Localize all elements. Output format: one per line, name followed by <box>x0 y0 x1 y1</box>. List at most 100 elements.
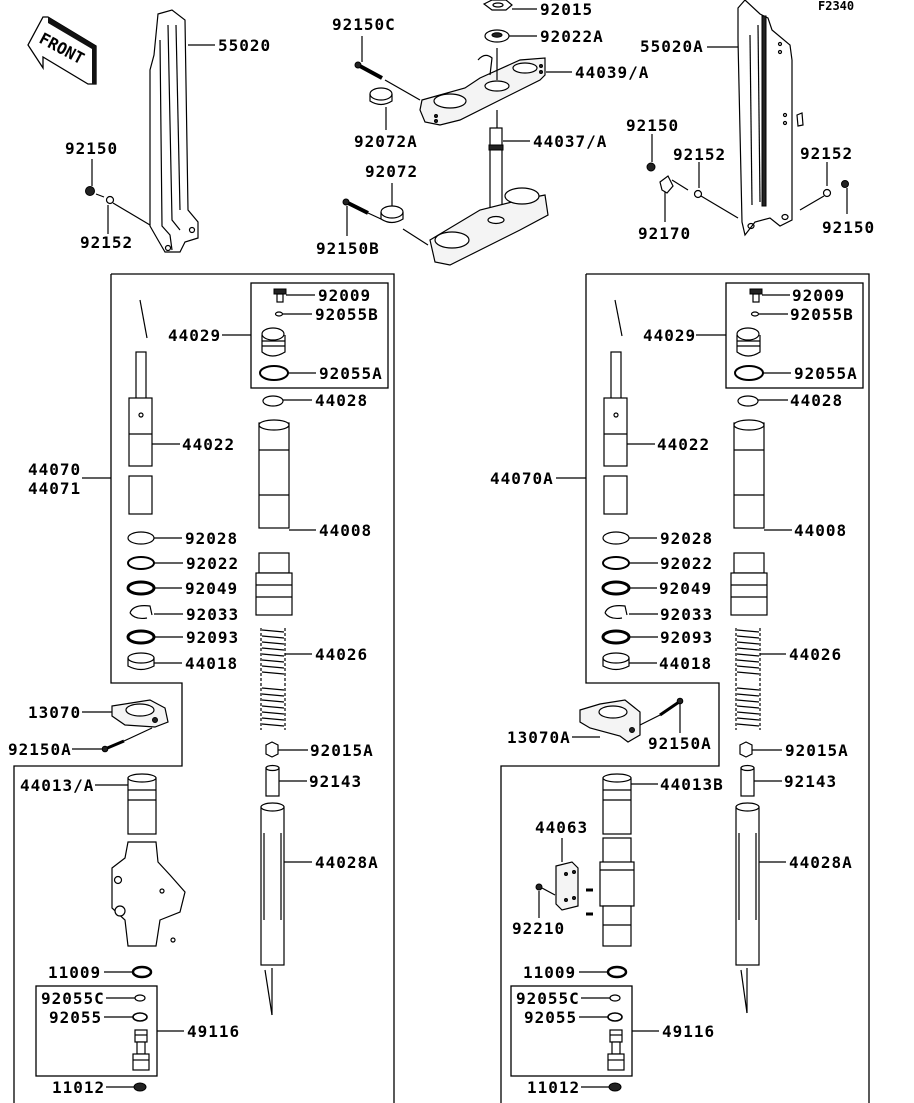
label-92170: 92170 <box>638 224 691 243</box>
pipe-44028a-right-part[interactable] <box>735 802 760 1014</box>
collar-92152-right-a-icon[interactable] <box>693 189 703 199</box>
washer-92022a-icon[interactable] <box>484 29 510 43</box>
cap-bolt-92009-right-icon[interactable] <box>749 288 763 303</box>
oring-92055c-icon[interactable] <box>134 994 146 1002</box>
oring-92055b-right-icon[interactable] <box>750 311 760 317</box>
cylinder-44022-right-part[interactable] <box>603 299 628 515</box>
bolt-92150c-icon[interactable] <box>354 61 383 80</box>
label-92072a: 92072A <box>354 132 418 151</box>
pipe-44028a-part[interactable] <box>260 802 285 1016</box>
dust-seal-92093-right-icon[interactable] <box>601 629 631 645</box>
inner-tube-44013-part[interactable] <box>111 773 186 947</box>
outer-tube-44008-part[interactable] <box>255 419 293 616</box>
label-92049-right: 92049 <box>659 579 712 598</box>
upper-bracket-44039-part[interactable] <box>419 54 546 126</box>
label-44013a: 44013/A <box>20 776 94 795</box>
collar-92152-icon[interactable] <box>105 195 115 205</box>
gasket-11009-icon[interactable] <box>131 965 153 979</box>
washer-92022-right-icon[interactable] <box>602 556 630 570</box>
spring-44026-part[interactable] <box>260 628 286 730</box>
bolt-92150-icon[interactable] <box>85 186 95 196</box>
nut-92015-icon[interactable] <box>482 0 513 11</box>
steering-stem-44037-part[interactable] <box>429 127 549 266</box>
washer-92022-icon[interactable] <box>127 556 155 570</box>
label-92033-left: 92033 <box>186 605 239 624</box>
nut-92015a-right-icon[interactable] <box>739 741 753 758</box>
bushing-92028-icon[interactable] <box>127 531 155 545</box>
label-44026-left: 44026 <box>315 645 368 664</box>
label-44070: 44070 <box>28 460 81 479</box>
oring-92055-icon[interactable] <box>132 1012 148 1022</box>
label-92009-left: 92009 <box>318 286 371 305</box>
bushing-92028-right-icon[interactable] <box>602 531 630 545</box>
label-92015a-left: 92015A <box>310 741 374 760</box>
label-92150-right-a: 92150 <box>626 116 679 135</box>
collar-92143-icon[interactable] <box>265 764 280 797</box>
label-92015: 92015 <box>540 0 593 19</box>
collar-92152-right-b-icon[interactable] <box>822 188 832 198</box>
oil-seal-92049-right-icon[interactable] <box>601 580 631 596</box>
fork-guard-right-part[interactable] <box>737 0 804 237</box>
bracket-92170-icon[interactable] <box>659 175 674 194</box>
oring-92055-right-icon[interactable] <box>607 1012 623 1022</box>
label-44028-left: 44028 <box>315 391 368 410</box>
holder-13070a-part[interactable] <box>579 699 641 743</box>
guide-bushing-44018-right-icon[interactable] <box>602 652 630 671</box>
circlip-92033-icon[interactable] <box>129 605 153 620</box>
bolt-92150-right-b-icon[interactable] <box>841 180 849 188</box>
cap-nut-11012-right-icon[interactable] <box>608 1082 622 1092</box>
label-49116-right: 49116 <box>662 1022 715 1041</box>
oring-92055a-right-icon[interactable] <box>734 365 764 381</box>
dust-seal-92093-icon[interactable] <box>126 629 156 645</box>
nut-92210-icon[interactable] <box>535 883 543 891</box>
holder-13070-part[interactable] <box>111 699 169 728</box>
label-92055c-left: 92055C <box>41 989 105 1008</box>
clamp-92072a-icon[interactable] <box>369 87 393 106</box>
cylinder-44022-part[interactable] <box>128 299 153 515</box>
inner-tube-44013b-part[interactable] <box>599 773 635 947</box>
outer-tube-44008-right-part[interactable] <box>730 419 768 616</box>
label-11009-left: 11009 <box>48 963 101 982</box>
guide-bushing-44018-icon[interactable] <box>127 652 155 671</box>
label-92055c-right: 92055C <box>516 989 580 1008</box>
label-44018-left: 44018 <box>185 654 238 673</box>
nut-92015a-icon[interactable] <box>265 741 279 758</box>
bolt-92150a-right-icon[interactable] <box>639 697 684 726</box>
label-11009-right: 11009 <box>523 963 576 982</box>
oring-92055a-icon[interactable] <box>259 365 289 381</box>
label-92049-left: 92049 <box>185 579 238 598</box>
collar-92143-right-icon[interactable] <box>740 764 755 797</box>
cap-44029-icon[interactable] <box>261 327 286 357</box>
clamp-44063-icon[interactable] <box>555 861 593 916</box>
valve-49116-right-icon[interactable] <box>607 1029 625 1071</box>
oring-92055b-icon[interactable] <box>274 311 284 317</box>
label-44022-right: 44022 <box>657 435 710 454</box>
label-92028-right: 92028 <box>660 529 713 548</box>
label-92055b-right: 92055B <box>790 305 854 324</box>
bolt-92150b-icon[interactable] <box>342 198 369 215</box>
oring-92055c-right-icon[interactable] <box>609 994 621 1002</box>
cap-nut-11012-icon[interactable] <box>133 1082 147 1092</box>
label-92150-left: 92150 <box>65 139 118 158</box>
washer-44028-right-icon[interactable] <box>737 395 759 407</box>
label-92055b-left: 92055B <box>315 305 379 324</box>
fork-guard-left-part[interactable] <box>149 9 199 253</box>
label-92033-right: 92033 <box>660 605 713 624</box>
valve-49116-icon[interactable] <box>132 1029 150 1071</box>
label-92028-left: 92028 <box>185 529 238 548</box>
bolt-92150a-left-icon[interactable] <box>101 727 153 753</box>
gasket-11009-right-icon[interactable] <box>606 965 628 979</box>
oil-seal-92049-icon[interactable] <box>126 580 156 596</box>
label-92093-left: 92093 <box>186 628 239 647</box>
washer-44028-icon[interactable] <box>262 395 284 407</box>
label-11012-right: 11012 <box>527 1078 580 1097</box>
label-44028-right: 44028 <box>790 391 843 410</box>
spring-44026-right-part[interactable] <box>735 628 761 730</box>
cap-bolt-92009-icon[interactable] <box>273 288 287 303</box>
left-fork-group: 44070 44071 92009 92055B 44029 92055A 44… <box>8 273 395 1103</box>
clamp-92072-icon[interactable] <box>380 205 404 224</box>
circlip-92033-right-icon[interactable] <box>604 605 628 620</box>
cap-44029-right-icon[interactable] <box>736 327 761 357</box>
bolt-92150-right-a-icon[interactable] <box>646 162 656 172</box>
label-44029-right: 44029 <box>643 326 696 345</box>
